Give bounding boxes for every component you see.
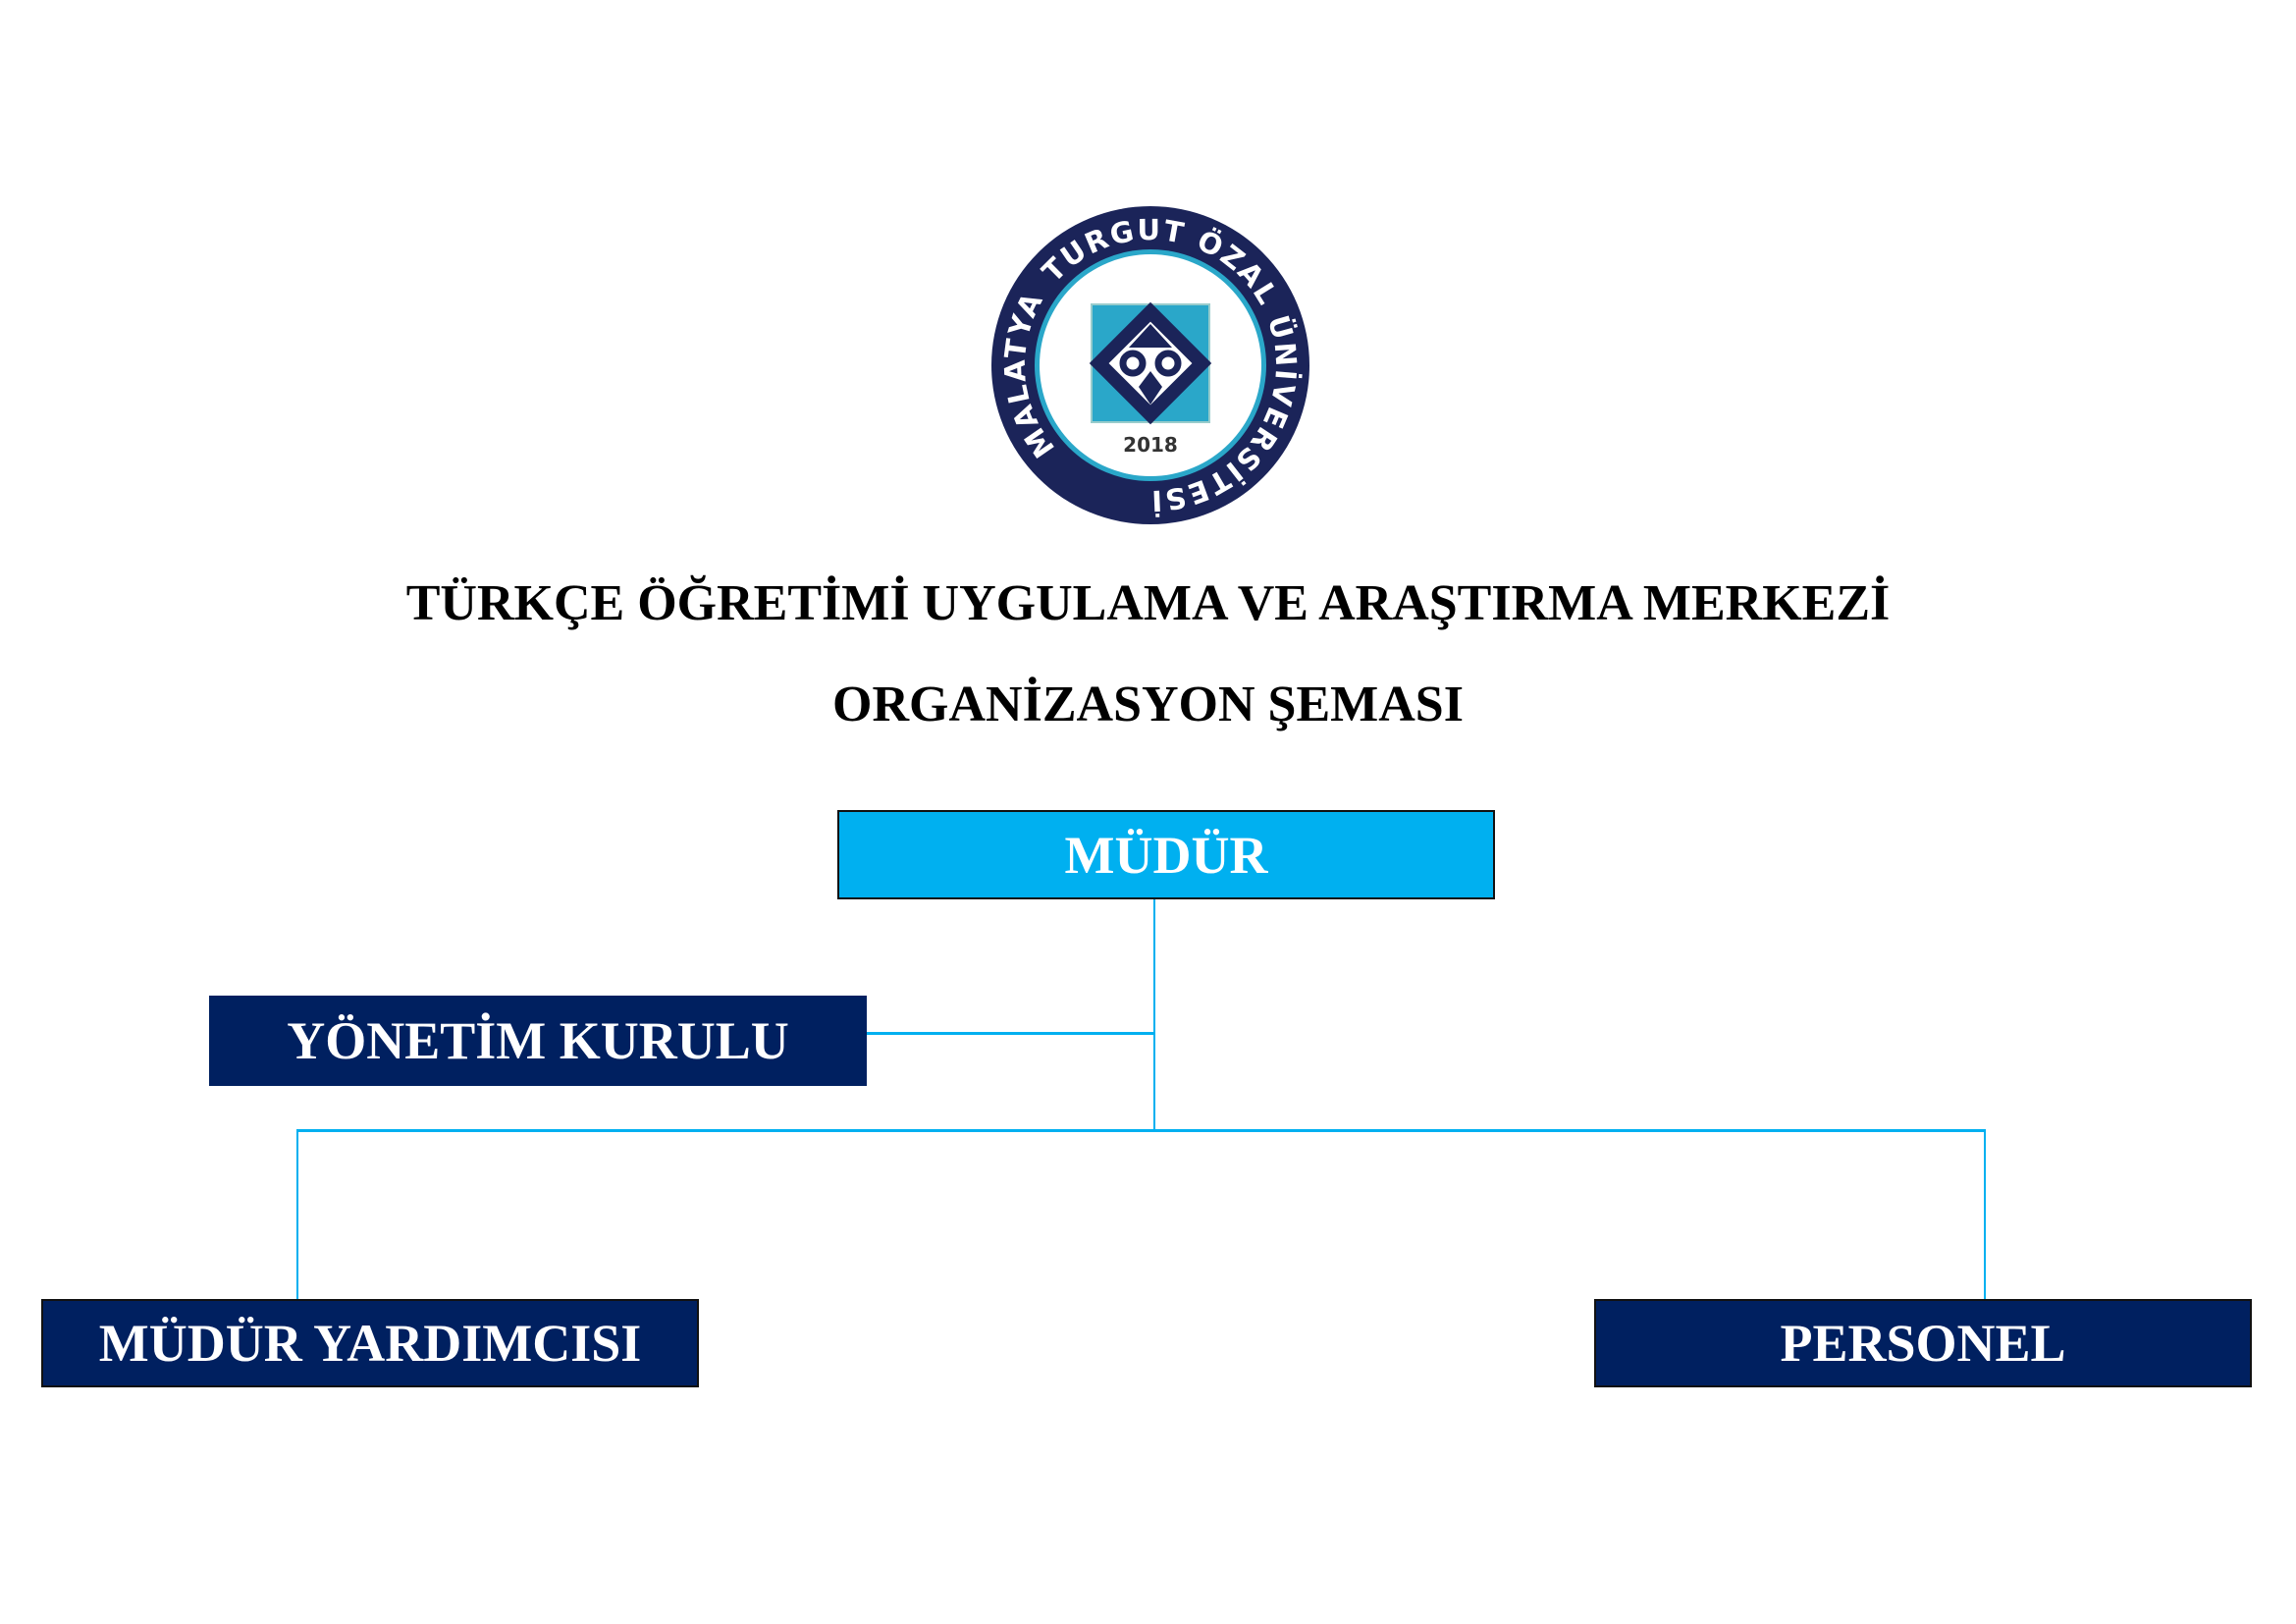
director-box: MÜDÜR bbox=[837, 810, 1495, 899]
page-subtitle: ORGANİZASYON ŞEMASI bbox=[832, 677, 1464, 732]
page-title: TÜRKÇE ÖĞRETİMİ UYGULAMA VE ARAŞTIRMA ME… bbox=[405, 575, 1891, 631]
connector-line bbox=[1984, 1129, 1986, 1300]
staff-box: PERSONEL bbox=[1594, 1299, 2252, 1387]
deputy-box: MÜDÜR YARDIMCISI bbox=[41, 1299, 699, 1387]
deputy-label: MÜDÜR YARDIMCISI bbox=[98, 1314, 642, 1373]
board-box: YÖNETİM KURULU bbox=[209, 996, 867, 1086]
connector-line bbox=[296, 1129, 1986, 1132]
connector-line bbox=[1153, 898, 1155, 1132]
staff-label: PERSONEL bbox=[1780, 1314, 2066, 1373]
logo-year: 2018 bbox=[1123, 433, 1178, 457]
connector-line bbox=[866, 1032, 1155, 1035]
director-label: MÜDÜR bbox=[1064, 825, 1268, 885]
connector-line bbox=[296, 1129, 298, 1300]
emblem-icon bbox=[1089, 301, 1212, 425]
board-label: YÖNETİM KURULU bbox=[287, 1011, 789, 1070]
university-logo: MALATYATURGUT ÖZAL ÜNİVERSİTESİ 2018 bbox=[991, 206, 1309, 524]
